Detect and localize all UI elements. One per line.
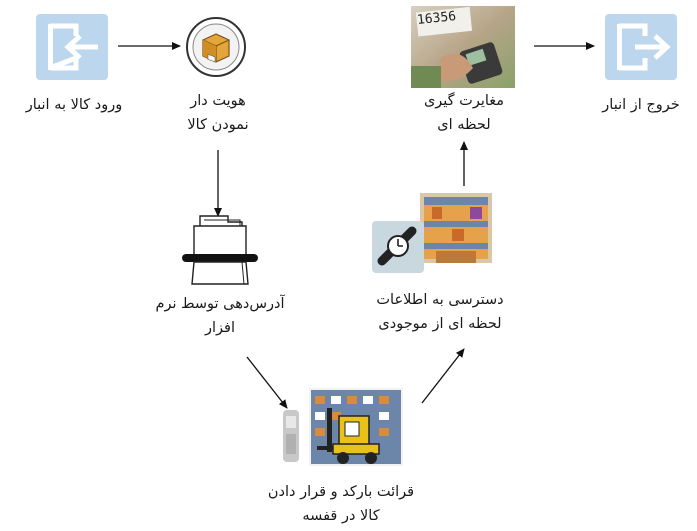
- package-icon: [186, 17, 246, 77]
- arrow-addressing-to-barcode: [246, 356, 288, 409]
- forklift-scanner-icon: [283, 388, 403, 466]
- barcode-label-line2: کالا در قفسه: [302, 508, 380, 524]
- identify-node: [185, 16, 247, 78]
- exit-label: خروج از انبار: [586, 93, 696, 117]
- entry-node: [36, 14, 108, 80]
- barcode-node: [279, 386, 403, 468]
- door-enter-icon: [36, 14, 108, 80]
- addressing-label-line2: افزار: [205, 320, 235, 336]
- discrepancy-label: مغایرت گیری لحظه ای: [405, 89, 523, 137]
- arrow-barcode-to-access: [421, 348, 465, 404]
- warehouse-clock-icon: [372, 193, 492, 273]
- identify-label: هویت دار نمودن کالا: [158, 89, 278, 137]
- identify-label-line2: نمودن کالا: [187, 117, 249, 133]
- file-folder-icon: [182, 215, 258, 285]
- exit-node: [605, 14, 677, 80]
- addressing-node: [180, 212, 260, 286]
- access-node: [372, 191, 492, 273]
- barcode-scanner-photo: [411, 6, 515, 88]
- entry-label-line1: ورود کالا به انبار: [25, 97, 123, 113]
- access-label: دسترسی به اطلاعات لحظه ای از موجودی: [360, 288, 520, 336]
- addressing-label-line1: آدرس‌دهی توسط نرم: [155, 296, 285, 312]
- access-label-line1: دسترسی به اطلاعات: [376, 292, 504, 308]
- identify-label-line1: هویت دار: [190, 93, 246, 109]
- exit-label-line1: خروج از انبار: [602, 97, 680, 113]
- discrepancy-label-line2: لحظه ای: [437, 117, 491, 133]
- discrepancy-node: 16356: [411, 6, 515, 88]
- entry-label: ورود کالا به انبار: [0, 93, 148, 117]
- barcode-label: قرائت بارکد و قرار دادن کالا در قفسه: [246, 480, 436, 528]
- door-exit-icon: [605, 14, 677, 80]
- addressing-label: آدرس‌دهی توسط نرم افزار: [145, 292, 295, 340]
- access-label-line2: لحظه ای از موجودی: [378, 316, 502, 332]
- discrepancy-label-line1: مغایرت گیری: [423, 93, 505, 109]
- barcode-label-line1: قرائت بارکد و قرار دادن: [267, 484, 415, 500]
